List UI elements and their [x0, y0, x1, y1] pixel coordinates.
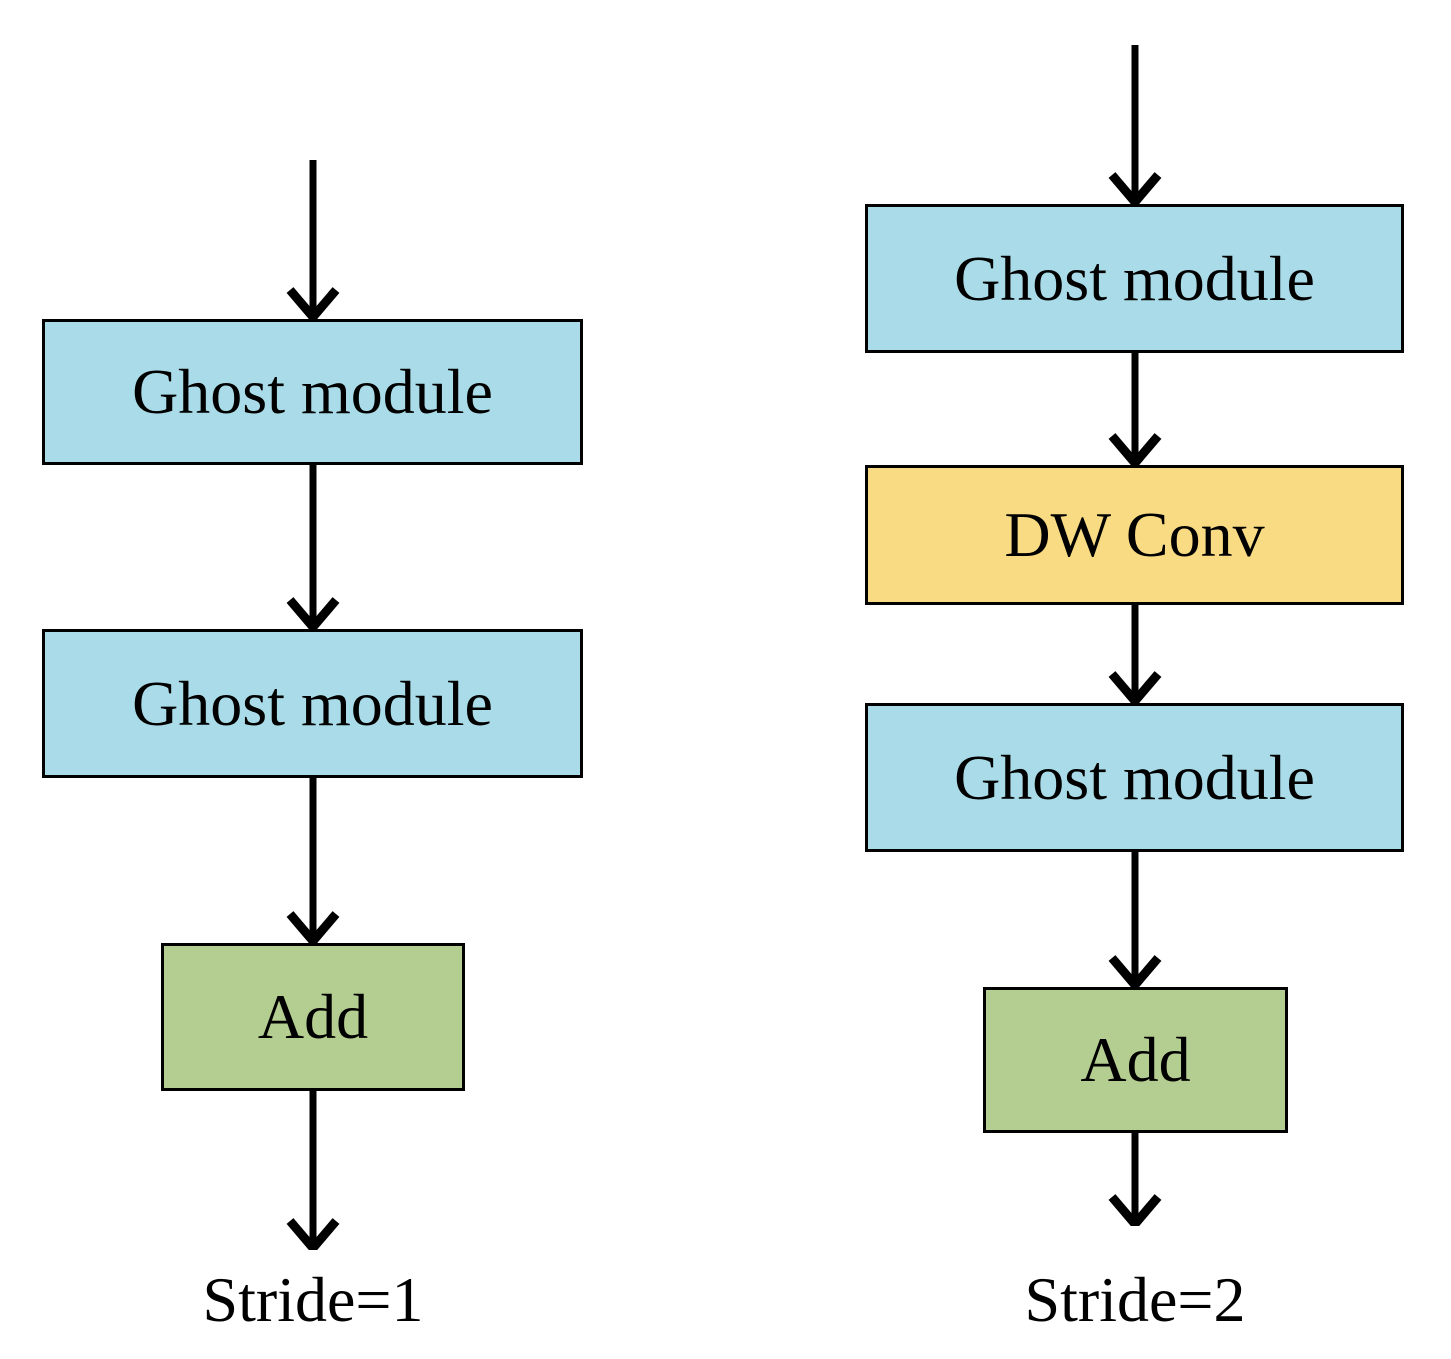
ghost-module-box: Ghost module [42, 629, 583, 778]
down-arrow-icon [286, 465, 340, 629]
dw-conv-box: DW Conv [865, 465, 1404, 605]
add-box: Add [161, 943, 465, 1091]
add-label: Add [257, 981, 369, 1052]
ghost-module-label: Ghost module [954, 741, 1315, 813]
down-arrow-icon [1108, 353, 1162, 465]
ghost-module-box: Ghost module [865, 703, 1404, 852]
down-arrow-icon [1108, 45, 1162, 204]
down-arrow-icon [286, 778, 340, 943]
ghost-module-label: Ghost module [132, 667, 493, 739]
down-arrow-icon [286, 1091, 340, 1250]
add-box: Add [983, 987, 1288, 1133]
stride-2-caption: Stride=2 [1024, 1264, 1246, 1335]
dw-conv-label: DW Conv [1004, 499, 1265, 570]
ghost-module-label: Ghost module [132, 356, 493, 427]
down-arrow-icon [1108, 852, 1162, 987]
down-arrow-icon [286, 160, 340, 319]
ghost-module-box: Ghost module [865, 204, 1404, 353]
add-label: Add [1080, 1024, 1191, 1095]
ghost-module-box: Ghost module [42, 319, 583, 465]
stride-1-caption: Stride=1 [202, 1264, 424, 1335]
down-arrow-icon [1108, 605, 1162, 703]
ghost-module-label: Ghost module [954, 242, 1315, 314]
down-arrow-icon [1108, 1133, 1162, 1226]
